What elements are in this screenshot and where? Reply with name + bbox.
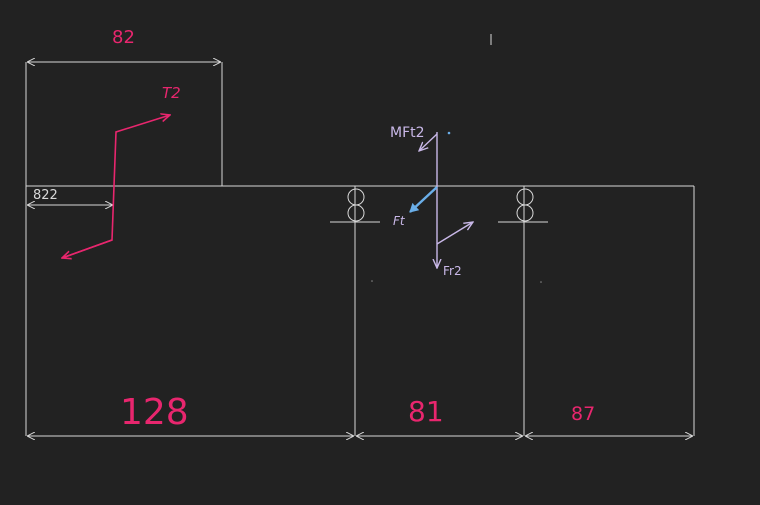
torque-arrow-tail <box>62 239 113 258</box>
force-radial-label: Fr2 <box>443 264 462 278</box>
gear-forces <box>409 131 473 268</box>
top-dimension-label: 82 <box>112 27 135 48</box>
gear-block <box>25 62 223 186</box>
small-dimension-label: 822 <box>33 188 58 203</box>
ft-arrow <box>409 186 438 213</box>
torque-label: T2 <box>162 84 181 102</box>
dim-middle-label: 81 <box>408 395 444 428</box>
dim-left-label: 128 <box>120 392 189 433</box>
shaft-outline <box>25 185 695 436</box>
force-ft-label: Ft <box>393 214 406 228</box>
force-tangential-label: MFt2 <box>390 125 425 141</box>
bearing-left-icon <box>330 188 380 223</box>
dim-right-label: 87 <box>571 403 595 425</box>
bearing-right-icon <box>498 188 548 223</box>
